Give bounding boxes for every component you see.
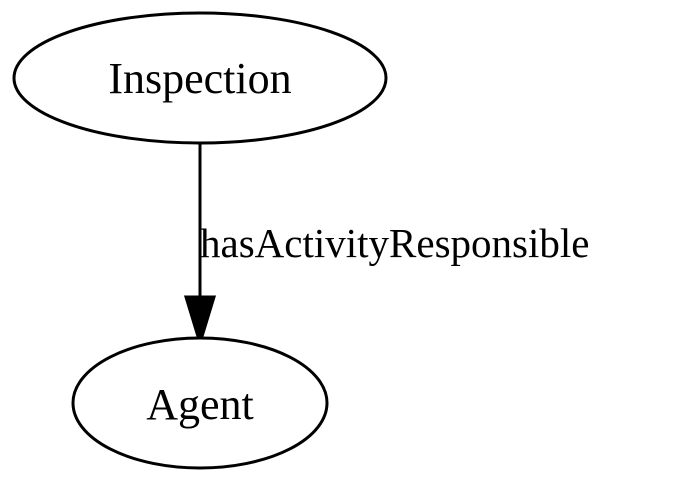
edge-arrowhead bbox=[183, 295, 217, 349]
node-agent: Agent bbox=[71, 336, 329, 470]
node-agent-label: Agent bbox=[146, 380, 254, 429]
node-inspection-label: Inspection bbox=[108, 54, 291, 103]
edge-inspection-agent-label: hasActivityResponsible bbox=[200, 220, 589, 266]
node-agent-shape bbox=[71, 336, 329, 470]
node-inspection: Inspection bbox=[12, 11, 388, 145]
edge-inspection-agent: hasActivityResponsible bbox=[183, 143, 589, 349]
